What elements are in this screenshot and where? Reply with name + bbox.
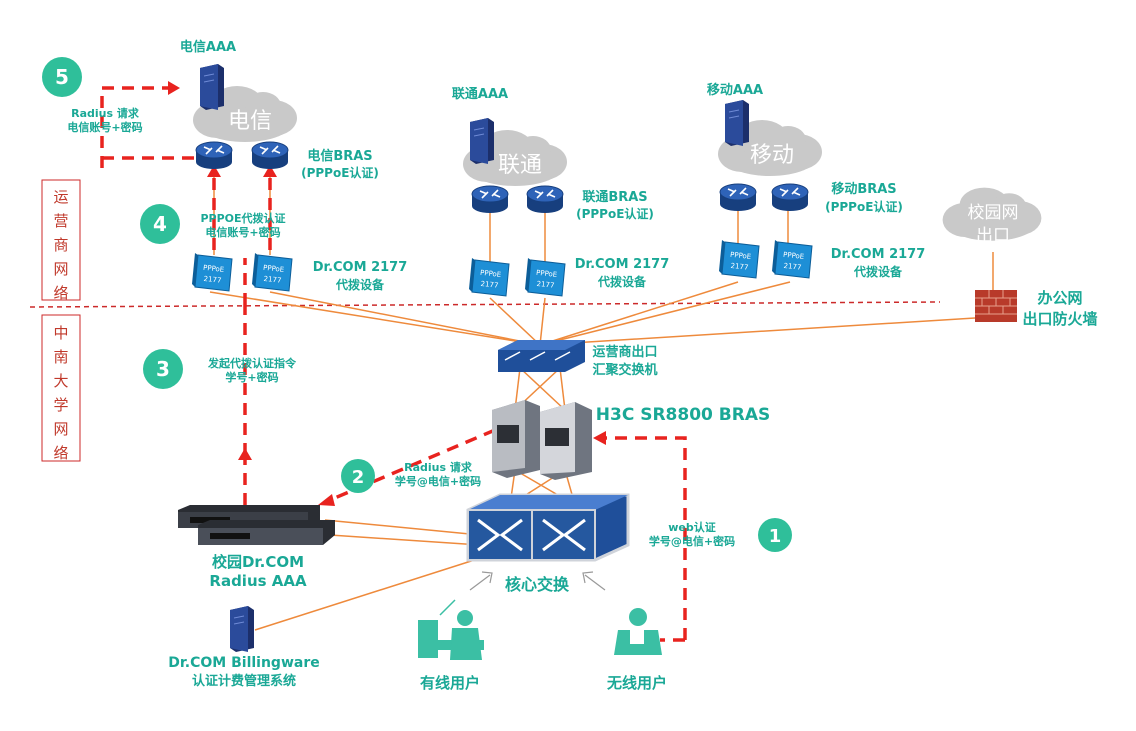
step-4-line2: 电信账号+密码: [205, 225, 280, 239]
campus-exit-label-1: 校园网: [968, 203, 1019, 223]
proxy-device-icon: [718, 239, 760, 279]
flow-arrowheads: [168, 81, 606, 506]
proxy-device-icon: [251, 252, 293, 292]
unicom-aaa-label: 联通AAA: [452, 86, 508, 102]
unicom-bras-router-icon: [471, 185, 509, 214]
svg-text:2: 2: [352, 467, 365, 488]
radius-server-label: 校园Dr.COM: [212, 553, 304, 571]
network-links: [209, 168, 994, 631]
proxy-device-icon: [191, 252, 233, 292]
step-2-line2: 学号@电信+密码: [395, 474, 481, 488]
proxy-label: Dr.COM 2177: [575, 257, 670, 272]
telecom-bras-router-icon: [195, 141, 233, 170]
step-2-line1: Radius 请求: [404, 460, 473, 474]
mobile-bras-sublabel: (PPPoE认证): [825, 199, 903, 214]
wireless-user-icon: [614, 608, 662, 655]
telecom-aaa-server-icon: [199, 63, 225, 111]
mobile-cloud-label: 移动: [750, 143, 794, 168]
wireless-user-label: 无线用户: [606, 674, 667, 692]
proxy-device-icon: [771, 239, 813, 279]
proxy-label: Dr.COM 2177: [313, 260, 408, 275]
radius-server-icon: [178, 505, 335, 545]
aggregation-switch-sublabel: 汇聚交换机: [592, 362, 657, 378]
unicom-bras-sublabel: (PPPoE认证): [576, 206, 654, 221]
core-switch-icon: [466, 493, 630, 562]
aggregation-switch-icon: [498, 340, 585, 372]
mobile-aaa-server-icon: [724, 99, 750, 147]
svg-text:5: 5: [55, 65, 69, 89]
telecom-aaa-label: 电信AAA: [180, 39, 236, 55]
proxy-device-icon: [524, 257, 566, 297]
campus-exit-label-2: 出口: [976, 226, 1010, 246]
telecom-bras-label: 电信BRAS: [307, 148, 372, 164]
step-5-line1: Radius 请求: [71, 106, 140, 120]
radius-server-sublabel: Radius AAA: [209, 572, 307, 590]
zone-carrier-box: [41, 179, 81, 301]
zone-divider: [29, 301, 941, 308]
svg-text:4: 4: [153, 212, 167, 236]
step-5-line2: 电信账号+密码: [67, 120, 142, 134]
step-1-line1: web认证: [668, 520, 716, 534]
step-3-line1: 发起代拨认证指令: [207, 356, 297, 370]
svg-text:3: 3: [156, 357, 170, 381]
telecom-cloud-label: 电信: [228, 109, 272, 134]
proxy-label: Dr.COM 2177: [831, 247, 926, 262]
proxy-sublabel: 代拨设备: [335, 277, 385, 292]
mobile-bras-router-icon: [719, 183, 757, 212]
aggregation-switch-label: 运营商出口: [592, 344, 657, 360]
zone-carrier-label: 运营商网络: [53, 188, 68, 302]
wired-user-icon: [418, 599, 484, 660]
step-badge-1: 1: [758, 518, 792, 552]
step-badge-5: 5: [42, 57, 82, 97]
proxy-sublabel: 代拨设备: [853, 264, 903, 279]
mobile-bras-router-icon: [771, 183, 809, 212]
mobile-bras-label: 移动BRAS: [831, 181, 896, 197]
telecom-bras-router-icon: [251, 141, 289, 170]
zone-campus-box: [41, 314, 81, 462]
billing-server-icon: [229, 605, 255, 653]
firewall-icon: [975, 290, 1017, 322]
step-1-line2: 学号@电信+密码: [649, 534, 735, 548]
proxy-sublabel: 代拨设备: [597, 274, 647, 289]
step-badge-2: 2: [341, 459, 375, 493]
unicom-bras-label: 联通BRAS: [582, 189, 647, 205]
firewall-label: 办公网: [1037, 289, 1082, 307]
core-switch-label: 核心交换: [505, 575, 570, 594]
unicom-bras-router-icon: [526, 185, 564, 214]
unicom-cloud-label: 联通: [498, 153, 542, 178]
step-badge-3: 3: [143, 349, 183, 389]
unicom-aaa-server-icon: [469, 117, 495, 165]
proxy-device-icon: [468, 257, 510, 297]
core-bras-label: H3C SR8800 BRAS: [596, 405, 770, 425]
firewall-sublabel: 出口防火墙: [1022, 310, 1097, 328]
zone-campus-label: 中南大学网络: [53, 324, 68, 462]
billing-label: Dr.COM Billingware: [168, 655, 319, 671]
core-bras-icon: [492, 400, 592, 480]
step-4-line1: PPPOE代拨认证: [200, 211, 285, 225]
billing-sublabel: 认证计费管理系统: [192, 673, 296, 689]
core-user-arrows: [469, 571, 606, 591]
wired-user-label: 有线用户: [420, 674, 480, 692]
mobile-aaa-label: 移动AAA: [707, 82, 763, 98]
step-3-line2: 学号+密码: [225, 370, 278, 384]
telecom-bras-sublabel: (PPPoE认证): [301, 165, 379, 180]
step-badge-4: 4: [140, 204, 180, 244]
svg-text:1: 1: [769, 526, 782, 547]
